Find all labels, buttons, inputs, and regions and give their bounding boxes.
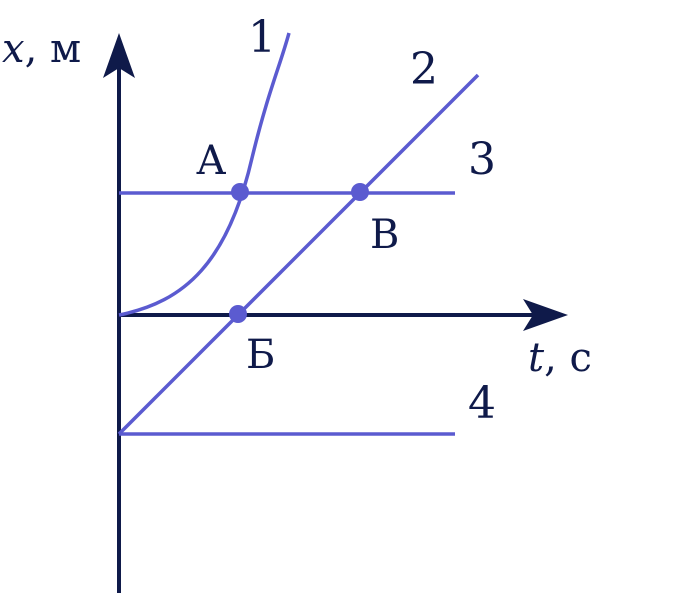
- point-a-label: А: [196, 138, 226, 184]
- point-v: [351, 183, 369, 201]
- y-axis-variable: x: [2, 26, 25, 72]
- graph-1-label: 1: [248, 12, 276, 63]
- graph-4-label: 4: [468, 378, 496, 429]
- graph-1-curve: [118, 32, 291, 317]
- graph-3-label: 3: [468, 134, 496, 185]
- point-b: [229, 305, 247, 323]
- x-axis-label: t, с: [528, 335, 592, 381]
- x-axis-arrow: [103, 33, 135, 78]
- x-axis-variable: t: [528, 335, 545, 381]
- x-axis-unit: , с: [544, 335, 592, 381]
- y-axis-label: x, м: [2, 26, 81, 72]
- y-axis-unit: , м: [25, 26, 82, 72]
- point-b-label: Б: [246, 332, 275, 378]
- point-v-label: В: [370, 212, 399, 258]
- graph-2-line: [117, 73, 480, 436]
- t-axis-arrow: [523, 299, 568, 331]
- graph-2-label: 2: [410, 44, 438, 95]
- point-a: [231, 183, 249, 201]
